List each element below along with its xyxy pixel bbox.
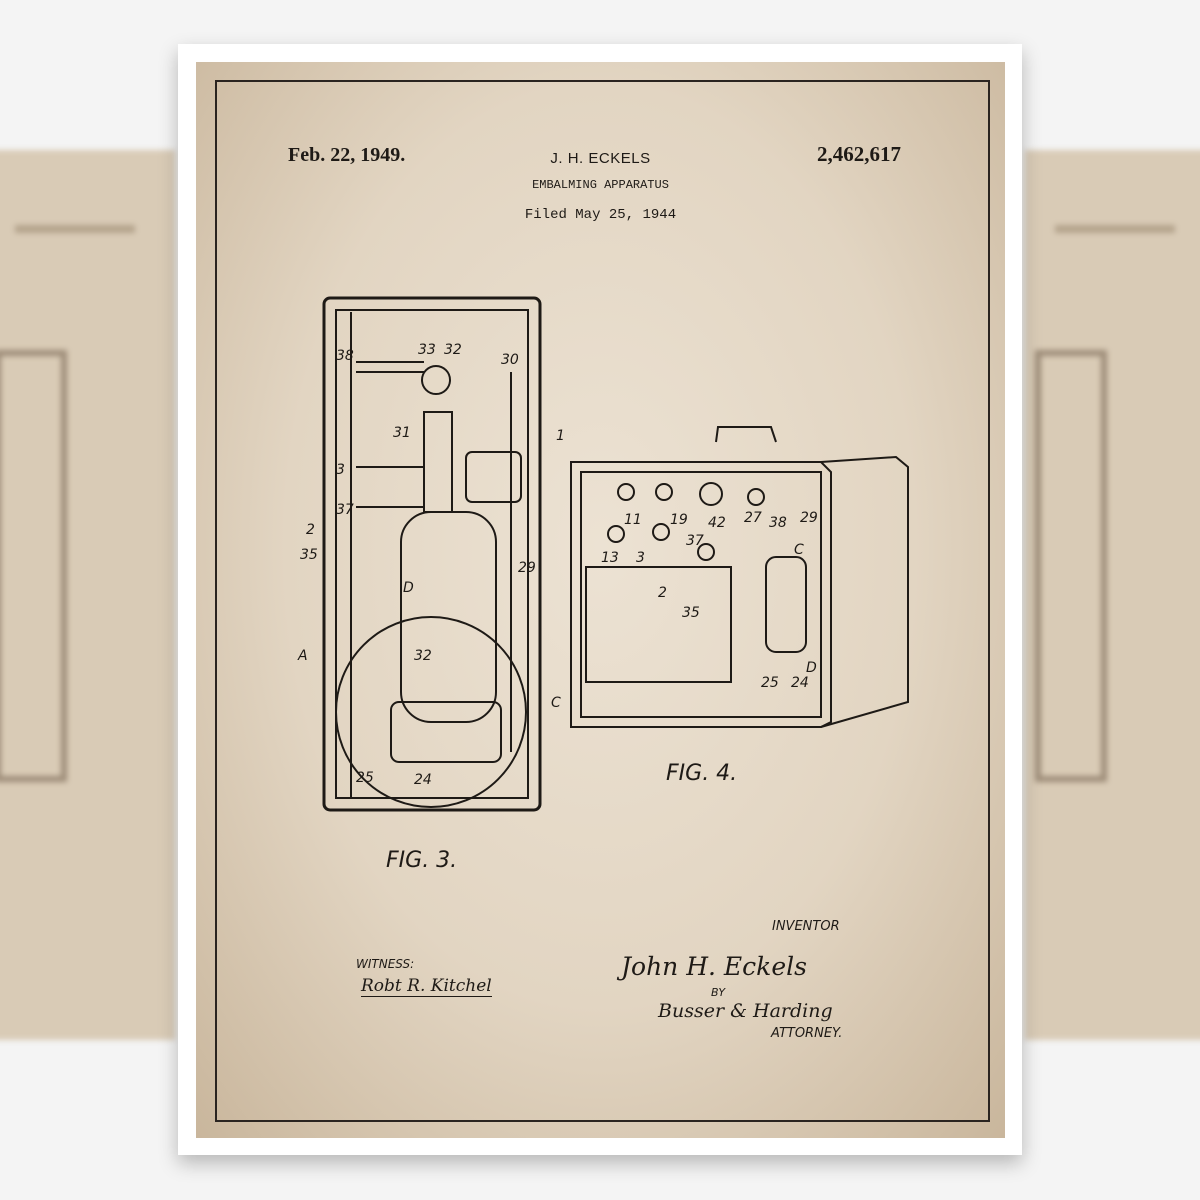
reference-numeral: 38	[336, 348, 354, 364]
reference-numeral: C	[794, 542, 804, 558]
reference-numeral: 11	[624, 512, 642, 528]
patent-drawings: 38333230311337235D29A32C2524 11194238272…	[196, 62, 1005, 1138]
reference-numeral: 32	[444, 342, 462, 358]
inventor-label: INVENTOR	[772, 919, 840, 934]
attorney-label: ATTORNEY.	[771, 1026, 842, 1041]
blurred-poster-right	[1025, 150, 1200, 1040]
fig4-label: FIG. 4.	[666, 761, 737, 786]
witness-label: WITNESS:	[356, 957, 414, 971]
reference-numeral: 32	[414, 648, 432, 664]
inventor-signature: John H. Eckels	[621, 952, 807, 981]
fig4-drawing	[571, 427, 908, 727]
reference-numeral: 38	[769, 515, 787, 531]
reference-numeral: 29	[800, 510, 818, 526]
poster-mat: Feb. 22, 1949. 2,462,617 J. H. ECKELS EM…	[178, 44, 1022, 1155]
reference-numeral: 27	[744, 510, 762, 526]
reference-numeral: 33	[418, 342, 436, 358]
reference-numeral: 31	[393, 425, 411, 441]
reference-numeral: 24	[791, 675, 809, 691]
reference-numeral: D	[806, 660, 817, 676]
reference-numeral: 3	[336, 462, 345, 478]
reference-numeral: 1	[556, 428, 565, 444]
fig3-drawing	[324, 298, 540, 810]
attorney-signature: Busser & Harding	[658, 1000, 833, 1022]
reference-numeral: 13	[601, 550, 619, 566]
reference-numeral: 25	[761, 675, 779, 691]
reference-numeral: 30	[501, 352, 519, 368]
reference-numeral: D	[403, 580, 414, 596]
blurred-poster-left	[0, 150, 175, 1040]
reference-numeral: 35	[682, 605, 700, 621]
reference-numeral: 24	[414, 772, 432, 788]
fig4-numerals: 11 19 42 38 27 29 13 3 37C 2 35D 25 24	[601, 510, 818, 691]
reference-numeral: C	[551, 695, 561, 711]
witness-signature: Robt R. Kitchel	[361, 976, 492, 997]
reference-numeral: 3	[636, 550, 645, 566]
by-label: BY	[711, 986, 725, 999]
reference-numeral: 25	[356, 770, 374, 786]
fig3-label: FIG. 3.	[386, 848, 457, 873]
reference-numeral: 2	[306, 522, 315, 538]
reference-numeral: 19	[670, 512, 688, 528]
reference-numeral: 29	[518, 560, 536, 576]
reference-numeral: 35	[300, 547, 318, 563]
reference-numeral: A	[297, 648, 308, 664]
patent-paper: Feb. 22, 1949. 2,462,617 J. H. ECKELS EM…	[196, 62, 1005, 1138]
reference-numeral: 2	[658, 585, 667, 601]
reference-numeral: 37	[336, 502, 354, 518]
reference-numeral: 37	[686, 533, 704, 549]
reference-numeral: 42	[708, 515, 726, 531]
